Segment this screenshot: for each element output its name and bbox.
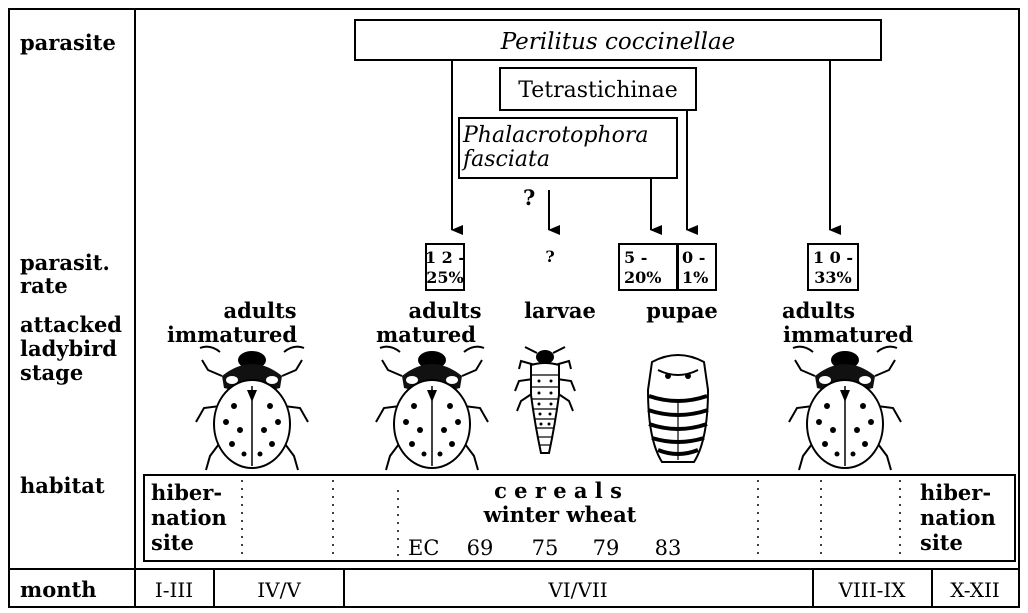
rate-1-line1: 1 2 -	[425, 248, 465, 267]
row-labels: parasite parasit. rate attacked ladybird…	[20, 30, 122, 602]
stage-1-line2: immatured	[167, 322, 297, 347]
hibernation-right-line1: hiber-	[920, 480, 991, 505]
perilitus-label: Perilitus coccinellae	[500, 29, 736, 55]
rate-2: ?	[545, 247, 554, 266]
stage-5-line2: immatured	[783, 322, 913, 347]
phalacrotophora-label-2: fasciata	[461, 147, 550, 172]
month-i-iii: I-III	[155, 578, 193, 602]
phalacrotophora-label-1: Phalacrotophora	[462, 123, 649, 148]
row-label-parasit-rate-1: parasit.	[20, 250, 110, 275]
row-label-stage-3: stage	[20, 360, 83, 385]
stage-3: larvae	[524, 298, 596, 323]
month-iv-v: IV/V	[257, 578, 301, 602]
stage-2-line2: matured	[376, 322, 476, 347]
habitat-winter-wheat: winter wheat	[483, 502, 637, 527]
row-label-month: month	[20, 577, 96, 602]
ec-label: EC	[408, 536, 439, 560]
hibernation-left-line2: nation	[151, 505, 227, 530]
question-mark-arrow: ?	[523, 185, 535, 210]
ec-value-75: 75	[532, 536, 559, 560]
adult-ladybird-illustration-3	[789, 347, 901, 470]
hibernation-right-line2: nation	[920, 505, 996, 530]
adult-ladybird-illustration-2	[376, 347, 488, 470]
habitat-cereals: c e r e a l s	[494, 478, 622, 503]
hibernation-left-line3: site	[151, 530, 194, 555]
rate-3-line2: 20%	[624, 268, 661, 287]
row-label-parasite: parasite	[20, 30, 116, 55]
month-vi-vii: VI/VII	[547, 578, 607, 602]
adult-ladybird-illustration-1	[196, 347, 308, 470]
month-row: I-III IV/V VI/VII VIII-IX X-XII	[155, 578, 1000, 602]
stage-labels: adults immatured adults matured larvae p…	[167, 298, 913, 347]
rate-5-line2: 33%	[814, 268, 851, 287]
stage-5-line1: adults	[782, 298, 855, 323]
rate-4-line1: 0 -	[682, 248, 705, 267]
hibernation-right-line3: site	[920, 530, 963, 555]
rate-5-line1: 1 0 -	[813, 248, 853, 267]
row-label-stage-2: ladybird	[20, 336, 117, 361]
rate-3-line1: 5 -	[624, 248, 647, 267]
month-x-xii: X-XII	[950, 578, 1000, 602]
stage-2-line1: adults	[408, 298, 481, 323]
parasitism-rates: 1 2 - 25% ? 5 - 20% 0 - 1% 1 0 - 33%	[425, 244, 858, 290]
tetrastichinae-label: Tetrastichinae	[518, 78, 677, 103]
larva-illustration	[515, 347, 575, 453]
pupa-illustration	[648, 355, 708, 462]
stage-1-line1: adults	[223, 298, 296, 323]
ec-value-83: 83	[655, 536, 682, 560]
row-label-habitat: habitat	[20, 473, 105, 498]
ec-value-69: 69	[467, 536, 494, 560]
row-label-parasit-rate-2: rate	[20, 273, 68, 298]
hibernation-left-line1: hiber-	[151, 480, 222, 505]
rate-1-line2: 25%	[426, 268, 463, 287]
rate-4-line2: 1%	[682, 268, 708, 287]
stage-4: pupae	[646, 298, 718, 323]
month-viii-ix: VIII-IX	[837, 578, 906, 602]
ec-value-79: 79	[593, 536, 620, 560]
row-label-stage-1: attacked	[20, 312, 122, 337]
parasite-boxes: Perilitus coccinellae Tetrastichinae Pha…	[355, 20, 881, 230]
habitat-row: hiber- nation site c e r e a l s winter …	[144, 475, 1015, 561]
